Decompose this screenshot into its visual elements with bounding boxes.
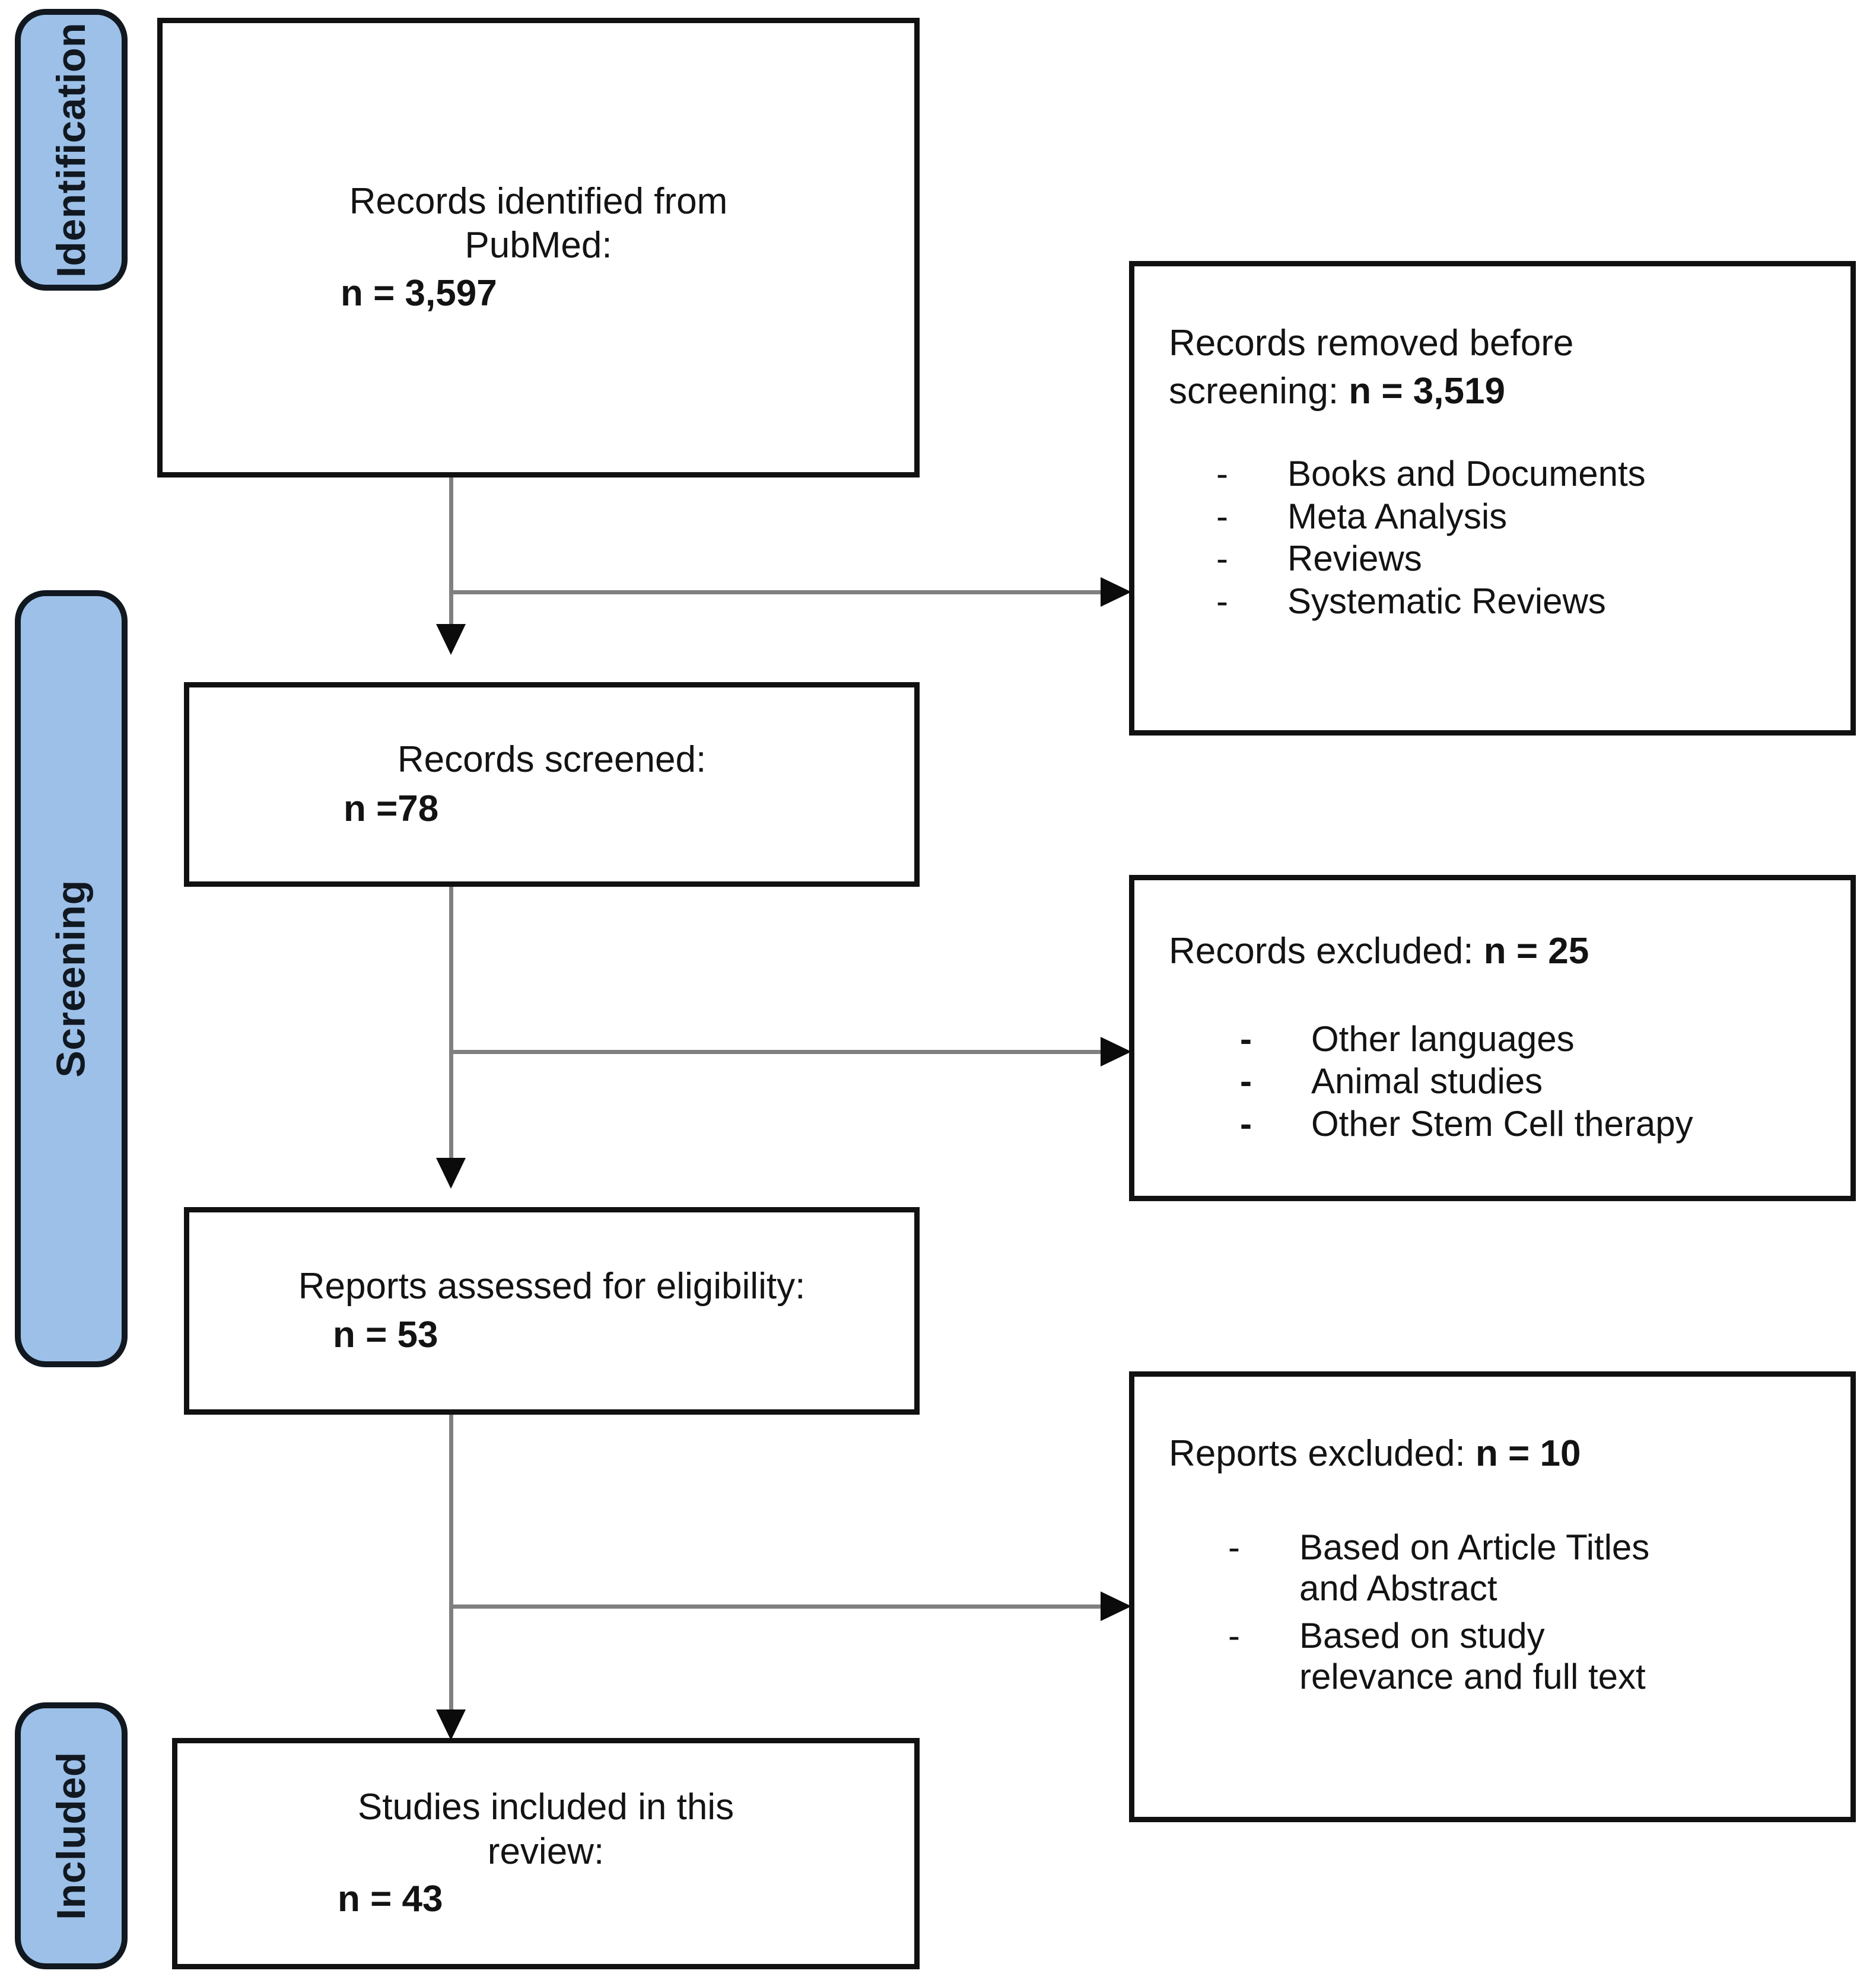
connector-identified-to-removed — [449, 590, 1102, 594]
stage-tab-included: Included — [15, 1702, 128, 1969]
list-item: - Other languages — [1240, 1018, 1816, 1060]
bullet-dash-icon: - — [1228, 1615, 1240, 1656]
reports-excluded-reason-1: Based on Article Titles and Abstract — [1299, 1527, 1650, 1609]
bullet-dash-icon: - — [1216, 539, 1228, 579]
arrowhead-down-to-studies-included — [436, 1709, 466, 1740]
list-item: - Meta Analysis — [1216, 496, 1816, 537]
reports-assessed-line-1: Reports assessed for eligibility: — [298, 1265, 806, 1307]
records-identified-line-2: PubMed: — [465, 225, 612, 266]
box-records-removed-before-screening: Records removed before screening: n = 3,… — [1129, 261, 1856, 736]
list-item: - Animal studies — [1240, 1061, 1816, 1102]
stage-tab-identification: Identification — [15, 9, 128, 291]
records-excluded-head: Records excluded: — [1169, 931, 1484, 972]
stage-label-screening: Screening — [49, 880, 94, 1078]
box-records-screened-content: Records screened: n =78 — [189, 687, 914, 881]
bullet-dash-icon: - — [1216, 496, 1228, 536]
box-reports-excluded: Reports excluded: n = 10 - Based on Arti… — [1129, 1371, 1856, 1822]
box-records-removed-content: Records removed before screening: n = 3,… — [1134, 320, 1850, 623]
reports-excluded-headline: Reports excluded: n = 10 — [1169, 1430, 1816, 1478]
reports-assessed-count: n = 53 — [333, 1314, 438, 1355]
connector-assessed-to-reports-excluded — [449, 1604, 1102, 1609]
box-reports-assessed: Reports assessed for eligibility: n = 53 — [184, 1207, 920, 1415]
records-screened-count: n =78 — [344, 788, 439, 829]
box-reports-excluded-content: Reports excluded: n = 10 - Based on Arti… — [1134, 1430, 1850, 1699]
box-records-identified-content: Records identified from PubMed: n = 3,59… — [163, 23, 914, 472]
records-removed-reason-1: Books and Documents — [1287, 454, 1646, 494]
records-removed-count: n = 3,519 — [1349, 370, 1505, 412]
box-records-screened: Records screened: n =78 — [184, 682, 920, 887]
records-removed-headline: Records removed before screening: n = 3,… — [1169, 320, 1816, 415]
records-screened-line-1: Records screened: — [397, 739, 707, 781]
bullet-dash-icon: - — [1240, 1103, 1252, 1144]
box-reports-assessed-content: Reports assessed for eligibility: n = 53 — [189, 1212, 914, 1409]
stage-tab-screening: Screening — [15, 590, 128, 1367]
records-excluded-headline: Records excluded: n = 25 — [1169, 928, 1816, 976]
records-removed-head-italic-2: screening — [1169, 370, 1328, 412]
bullet-dash-icon: - — [1240, 1061, 1252, 1101]
reports-excluded-reason-2: Based on study relevance and full text — [1299, 1615, 1646, 1697]
connector-identified-to-screened — [449, 475, 453, 626]
records-identified-count: n = 3,597 — [341, 272, 497, 314]
stage-label-identification: Identification — [49, 22, 94, 278]
list-item: - Based on Article Titles and Abstract — [1228, 1527, 1816, 1609]
records-excluded-reason-1: Other languages — [1311, 1018, 1575, 1059]
arrowhead-right-to-records-excluded — [1101, 1037, 1131, 1067]
box-studies-included: Studies included in this review: n = 43 — [172, 1738, 920, 1969]
records-removed-reason-2: Meta Analysis — [1287, 496, 1508, 536]
studies-included-count: n = 43 — [338, 1879, 443, 1920]
records-excluded-reason-3: Other Stem Cell therapy — [1311, 1103, 1693, 1144]
list-item: - Systematic Reviews — [1216, 581, 1816, 622]
list-item: - Books and Documents — [1216, 453, 1816, 495]
arrowhead-down-to-reports-assessed — [436, 1158, 466, 1189]
records-removed-reason-3: Reviews — [1287, 539, 1422, 579]
records-identified-line-1: Records identified from — [349, 180, 728, 222]
stage-label-included: Included — [49, 1752, 94, 1920]
box-records-excluded: Records excluded: n = 25 - Other languag… — [1129, 875, 1856, 1201]
bullet-dash-icon: - — [1228, 1527, 1240, 1567]
reports-excluded-reason-list: - Based on Article Titles and Abstract -… — [1169, 1527, 1816, 1698]
reports-excluded-count: n = 10 — [1475, 1433, 1581, 1474]
records-removed-head-italic-1: before — [1469, 323, 1574, 364]
bullet-dash-icon: - — [1216, 454, 1228, 494]
list-item: - Based on study relevance and full text — [1228, 1615, 1816, 1698]
arrowhead-right-to-reports-excluded — [1101, 1591, 1131, 1621]
connector-assessed-to-included — [449, 1415, 453, 1711]
records-excluded-count: n = 25 — [1483, 931, 1589, 972]
records-removed-reason-4: Systematic Reviews — [1287, 581, 1606, 621]
records-removed-head-plain-1: Records removed — [1169, 323, 1470, 364]
list-item: - Other Stem Cell therapy — [1240, 1103, 1816, 1145]
records-excluded-reason-list: - Other languages - Animal studies - Oth… — [1169, 1018, 1816, 1145]
connector-screened-to-excluded — [449, 1050, 1102, 1054]
box-records-identified: Records identified from PubMed: n = 3,59… — [157, 18, 920, 477]
connector-screened-to-assessed — [449, 884, 453, 1160]
box-studies-included-content: Studies included in this review: n = 43 — [177, 1743, 914, 1964]
records-excluded-reason-2: Animal studies — [1311, 1061, 1543, 1101]
list-item: - Reviews — [1216, 538, 1816, 580]
records-removed-reason-list: - Books and Documents - Meta Analysis - … — [1169, 453, 1816, 622]
records-removed-head-plain-2: : — [1328, 370, 1349, 412]
arrowhead-down-to-records-screened — [436, 624, 466, 655]
studies-included-line-1: Studies included in this — [357, 1787, 734, 1828]
studies-included-line-2: review: — [487, 1830, 605, 1872]
bullet-dash-icon: - — [1216, 581, 1228, 621]
box-records-excluded-content: Records excluded: n = 25 - Other languag… — [1134, 928, 1850, 1145]
arrowhead-right-to-records-removed — [1101, 577, 1131, 607]
bullet-dash-icon: - — [1240, 1018, 1252, 1059]
reports-excluded-head: Reports excluded: — [1169, 1433, 1476, 1474]
